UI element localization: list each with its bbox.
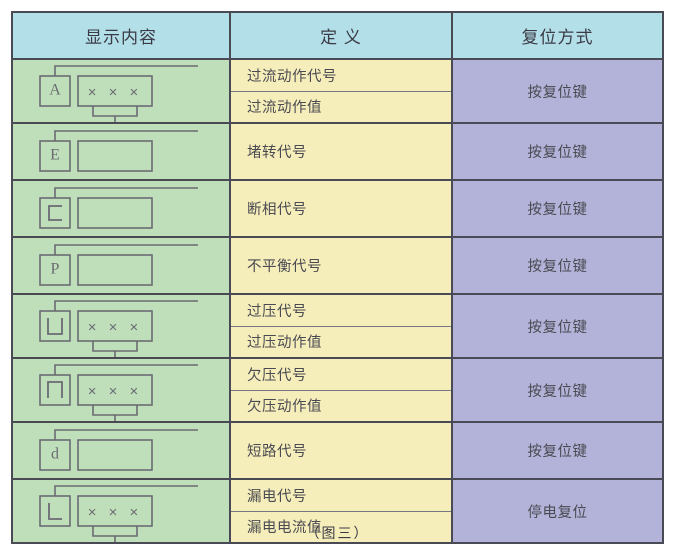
svg-text:× × ×: × × × <box>88 84 143 101</box>
column-header-reset: 复位方式 <box>452 13 662 60</box>
definition-cell: 不平衡代号 <box>230 237 453 295</box>
table-subrow: 过流动作值 <box>13 91 662 124</box>
display-code-E-empty-icon: E <box>13 124 229 179</box>
reset-method-cell: 按复位键 <box>452 59 662 124</box>
display-code-P-empty-icon: P <box>13 238 229 293</box>
svg-text:P: P <box>51 260 60 277</box>
column-header-definition: 定 义 <box>230 13 453 60</box>
svg-text:A: A <box>49 82 61 99</box>
definition-cell: 过压动作值 <box>230 326 453 359</box>
display-code-A-with-value-icon: × × × A <box>13 60 229 122</box>
definition-cell: 断相代号 <box>230 180 453 238</box>
display-content-cell: × × × A <box>13 59 231 124</box>
definition-cell: 过流动作值 <box>230 91 453 124</box>
display-content-cell <box>13 180 231 238</box>
definition-cell: 欠压代号 <box>230 358 453 391</box>
table-subrow: 过压动作值 <box>13 326 662 359</box>
table-row: × × × A 过流动作代号按复位键 <box>13 59 662 124</box>
svg-text:× × ×: × × × <box>88 504 143 521</box>
column-header-display: 显示内容 <box>13 13 231 60</box>
definition-cell: 漏电电流值 <box>230 511 453 542</box>
display-content-cell: × × × <box>13 358 231 423</box>
display-code-L-with-value-icon: × × × <box>13 480 229 542</box>
header-row: 显示内容 定 义 复位方式 <box>13 13 662 60</box>
reset-method-cell: 按复位键 <box>452 123 662 181</box>
display-code-d-empty-icon: d <box>13 423 229 478</box>
table-row: × × × 漏电代号停电复位 <box>13 479 662 542</box>
definition-cell: 欠压动作值 <box>230 390 453 423</box>
definition-cell: 短路代号 <box>230 422 453 480</box>
display-content-cell: E <box>13 123 231 181</box>
reset-method-cell: 按复位键 <box>452 237 662 295</box>
definition-cell: 过流动作代号 <box>230 59 453 92</box>
table-row: d 短路代号按复位键 <box>13 422 662 480</box>
definition-cell: 过压代号 <box>230 294 453 327</box>
figure-caption: （图三） <box>305 525 370 541</box>
display-content-cell: × × × <box>13 294 231 359</box>
reset-method-cell: 按复位键 <box>452 294 662 359</box>
table-row: 断相代号按复位键 <box>13 180 662 238</box>
display-content-cell: d <box>13 422 231 480</box>
table-row: E 堵转代号按复位键 <box>13 123 662 181</box>
display-code-U-with-value-icon: × × × <box>13 295 229 357</box>
reset-method-cell: 按复位键 <box>452 358 662 423</box>
definition-cell: 堵转代号 <box>230 123 453 181</box>
svg-text:× × ×: × × × <box>88 383 143 400</box>
reset-method-cell: 按复位键 <box>452 422 662 480</box>
svg-text:d: d <box>51 445 59 462</box>
display-code-inverted-U-with-value-icon: × × × <box>13 359 229 421</box>
svg-text:E: E <box>50 146 60 163</box>
display-content-cell: P <box>13 237 231 295</box>
display-content-cell: × × × <box>13 479 231 542</box>
display-code-C-empty-icon <box>13 181 229 236</box>
reset-method-cell: 按复位键 <box>452 180 662 238</box>
definition-cell: 漏电代号 <box>230 479 453 512</box>
table-subrow: 欠压动作值 <box>13 390 662 423</box>
table-row: P 不平衡代号按复位键 <box>13 237 662 295</box>
table-row: × × × 过压代号按复位键 <box>13 294 662 359</box>
table-subrow: 漏电电流值 <box>13 511 662 542</box>
table-header: 显示内容 定 义 复位方式 <box>13 13 662 60</box>
svg-text:× × ×: × × × <box>88 319 143 336</box>
reset-method-cell: 停电复位 <box>452 479 662 542</box>
table-row: × × × 欠压代号按复位键 <box>13 358 662 423</box>
